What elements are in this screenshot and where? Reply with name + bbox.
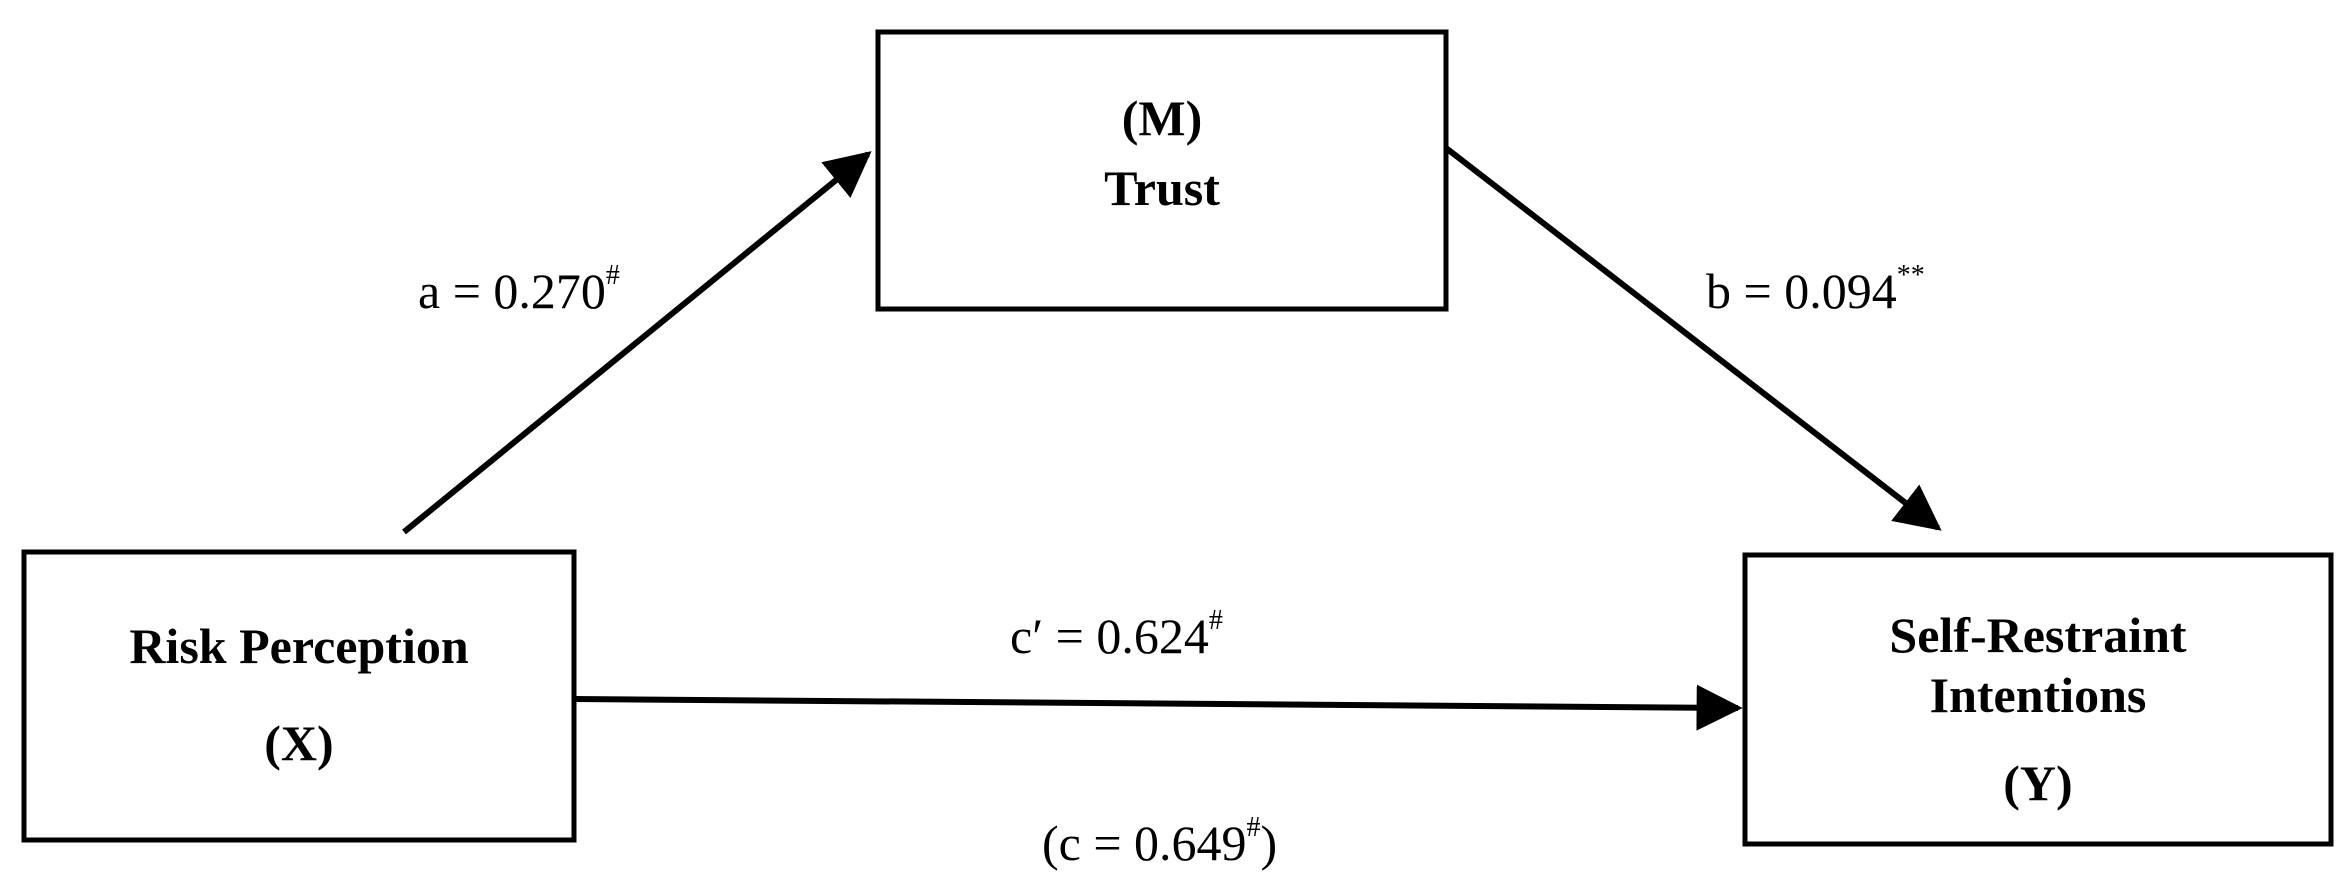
dependent-title-line1: Self-Restraint <box>1889 607 2186 663</box>
path-b-value: b = 0.094 <box>1706 263 1897 319</box>
mediator-title: Trust <box>1104 160 1220 216</box>
path-a-label: a = 0.270# <box>418 260 620 319</box>
independent-title: Risk Perception <box>129 618 469 674</box>
independent-box <box>21 549 577 843</box>
dependent-title-line2: Intentions <box>1930 667 2147 723</box>
path-c-total-open: (c = 0.649 <box>1042 815 1247 871</box>
path-c-prime-label: c′ = 0.624# <box>1010 605 1223 664</box>
dependent-box <box>1742 552 2334 847</box>
path-c-total-significance: # <box>1247 812 1261 843</box>
path-a-significance: # <box>606 260 620 291</box>
path-b-label: b = 0.094** <box>1706 260 1925 319</box>
independent-symbol: (X) <box>264 715 333 771</box>
dependent-symbol: (Y) <box>2003 755 2072 811</box>
dependent-node: Self-Restraint Intentions (Y) <box>1742 552 2334 847</box>
path-c-total-label: (c = 0.649#) <box>1042 812 1277 871</box>
mediator-node: (M) Trust <box>875 29 1449 312</box>
path-c-total-close: ) <box>1261 815 1278 871</box>
path-c-prime-value: c′ = 0.624 <box>1010 608 1209 664</box>
path-a-value: a = 0.270 <box>418 263 606 319</box>
path-c-prime-arrow <box>573 684 1743 731</box>
path-b-arrow <box>1444 145 1942 531</box>
path-c-prime-significance: # <box>1209 605 1223 636</box>
independent-node: Risk Perception (X) <box>21 549 577 843</box>
path-b-significance: ** <box>1897 260 1925 291</box>
path-a-arrow <box>402 151 872 535</box>
mediator-symbol: (M) <box>1122 90 1203 146</box>
mediator-box <box>875 29 1449 312</box>
